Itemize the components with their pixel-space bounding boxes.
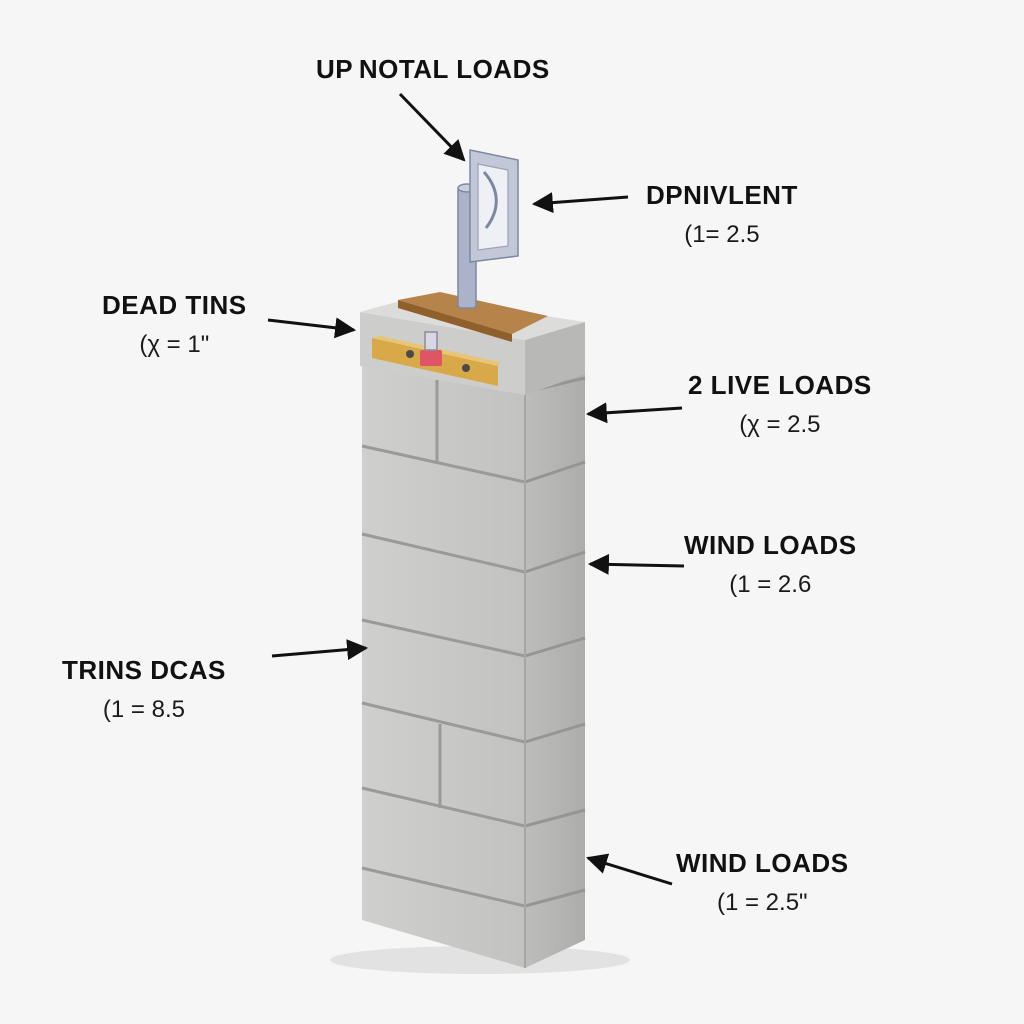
ledger-bracket — [372, 331, 500, 386]
label-trins: TRINS DCAS (1 = 8.5 — [62, 655, 226, 724]
label-equivalent-value: (1= 2.5 — [684, 221, 760, 248]
mortar-joints-front — [361, 380, 526, 908]
label-equivalent-title: DPNIVLENT — [646, 180, 798, 210]
label-live-value: (χ = 2.5 — [739, 411, 821, 438]
arrow-equivalent — [531, 192, 629, 214]
label-dead-title: DEAD TINS — [102, 290, 247, 320]
label-equivalent: DPNIVLENT (1= 2.5 — [646, 180, 798, 249]
label-wind-upper: WIND LOADS (1 = 2.6 — [684, 530, 857, 599]
wood-bearing-plate — [398, 292, 548, 342]
arrow-live — [585, 402, 683, 424]
steel-post-connector — [457, 149, 519, 309]
label-wind-upper-value: (1 = 2.6 — [729, 571, 812, 598]
label-live: 2 LIVE LOADS (χ = 2.5 — [688, 370, 872, 439]
arrow-trins — [271, 639, 369, 661]
arrow-top-load — [398, 92, 466, 162]
label-wind-lower-title: WIND LOADS — [676, 848, 849, 878]
arrow-wind-upper — [587, 553, 685, 575]
mortar-joints-side — [524, 376, 586, 908]
label-wind-lower-value: (1 = 2.5" — [716, 889, 808, 916]
label-wind-upper-title: WIND LOADS — [684, 530, 857, 560]
column-side-face — [525, 372, 585, 968]
label-top-loads-title: UP NOTAL LOADS — [316, 54, 550, 84]
arrow-dead — [267, 317, 357, 339]
label-trins-title: TRINS DCAS — [62, 655, 226, 685]
label-dead: DEAD TINS (χ = 1" — [102, 290, 247, 359]
label-trins-value: (1 = 8.5 — [102, 696, 185, 723]
label-live-title: 2 LIVE LOADS — [688, 370, 872, 400]
label-top-loads: UP NOTAL LOADS — [316, 54, 550, 85]
label-dead-value: (χ = 1" — [139, 331, 210, 358]
label-wind-lower: WIND LOADS (1 = 2.5" — [676, 848, 849, 917]
masonry-column — [360, 296, 586, 968]
arrow-wind-lower — [585, 853, 673, 886]
load-arrows — [267, 92, 685, 886]
cap-side — [525, 322, 585, 395]
